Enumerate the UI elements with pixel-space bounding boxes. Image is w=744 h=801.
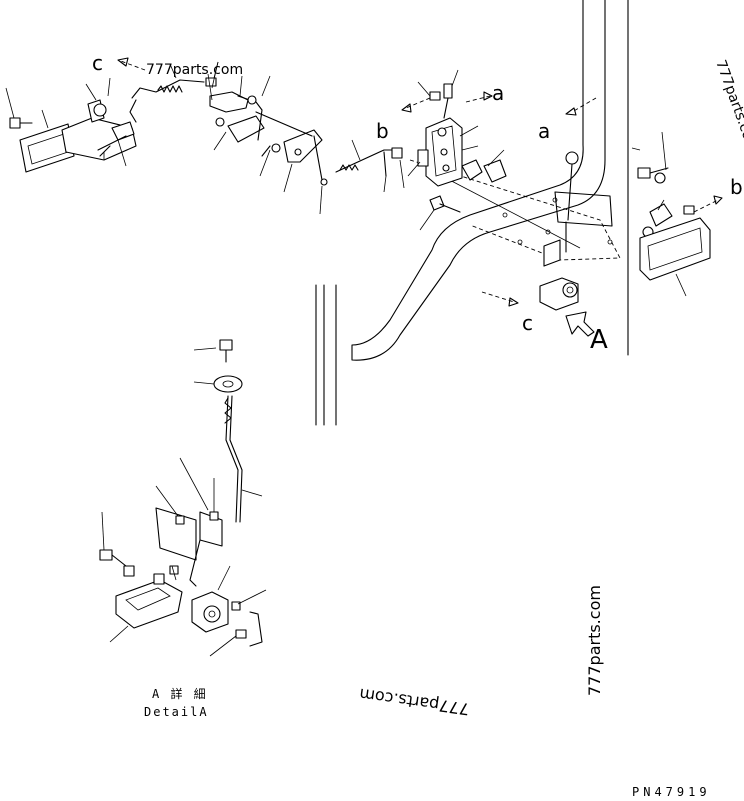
release-rod-c	[129, 61, 219, 123]
inner-handle-assembly	[5, 77, 137, 173]
rod-b	[335, 139, 405, 193]
detail-caption-jp: A 詳 細	[152, 686, 208, 701]
handle-escutcheon	[19, 123, 75, 173]
view-arrow-icon	[565, 311, 595, 337]
ref-label-a: a	[538, 119, 550, 143]
view-label-a: A	[590, 325, 608, 355]
watermark-top: 777parts.com	[146, 62, 243, 78]
part-number: PN47919	[632, 785, 711, 799]
ref-label-c: c	[522, 311, 533, 335]
door-frame	[315, 0, 629, 426]
pin-icon	[271, 143, 281, 153]
linkage-bellcrank	[207, 73, 328, 215]
watermark-bottom: 777parts.com	[358, 685, 471, 719]
mounting-bolt	[419, 195, 461, 231]
striker-assembly	[539, 151, 579, 311]
ref-label-b: b	[730, 175, 743, 199]
ref-label-c: c	[92, 51, 103, 75]
detail-caption-en: DetailA	[144, 705, 209, 719]
detail-a-drawing	[99, 339, 267, 657]
door-panel-plate	[409, 159, 621, 261]
reference-arrows	[117, 57, 723, 337]
watermark-corner: 777parts.com	[712, 58, 744, 155]
bolt-icon	[9, 117, 21, 129]
door-lock-assembly	[407, 69, 507, 187]
ref-label-b: b	[376, 119, 389, 143]
watermark-right: 777parts.com	[585, 585, 604, 696]
outer-handle	[639, 217, 711, 281]
outer-handle-assembly	[631, 131, 711, 297]
ref-label-a: a	[492, 81, 504, 105]
